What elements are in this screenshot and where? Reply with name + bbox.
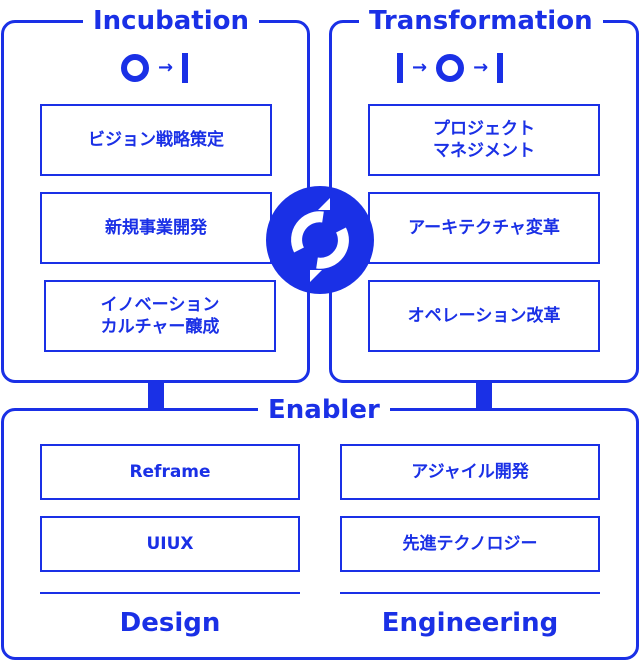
i-symbol-icon bbox=[497, 53, 504, 83]
arrow-right-icon: → bbox=[412, 57, 428, 78]
design-item-uiux: UIUX bbox=[40, 516, 300, 572]
transformation-item-operations: オペレーション改革 bbox=[368, 280, 600, 352]
o-symbol-icon bbox=[436, 54, 465, 82]
transformation-flow: → → bbox=[397, 53, 504, 83]
design-title: Design bbox=[119, 608, 221, 638]
incubation-flow: → bbox=[121, 53, 189, 83]
transformation-item-project-management: プロジェクト マネジメント bbox=[368, 104, 600, 176]
arrow-right-icon: → bbox=[158, 57, 174, 78]
engineering-title: Engineering bbox=[381, 608, 559, 638]
incubation-item-new-business: 新規事業開発 bbox=[40, 192, 272, 264]
o-symbol-icon bbox=[121, 54, 149, 82]
engineering-item-agile: アジャイル開発 bbox=[340, 444, 600, 500]
incubation-title: Incubation bbox=[83, 6, 259, 36]
engineering-item-advanced-tech: 先進テクノロジー bbox=[340, 516, 600, 572]
design-divider bbox=[40, 592, 300, 594]
incubation-item-vision-strategy: ビジョン戦略策定 bbox=[40, 104, 272, 176]
cycle-icon bbox=[266, 186, 374, 294]
transformation-item-architecture: アーキテクチャ変革 bbox=[368, 192, 600, 264]
incubation-item-innovation-culture: イノベーション カルチャー醸成 bbox=[44, 280, 276, 352]
engineering-divider bbox=[340, 592, 600, 594]
arrow-right-icon: → bbox=[473, 57, 489, 78]
transformation-title: Transformation bbox=[359, 6, 603, 36]
enabler-title: Enabler bbox=[258, 395, 390, 425]
i-symbol-icon bbox=[182, 53, 189, 83]
design-item-reframe: Reframe bbox=[40, 444, 300, 500]
connector-right bbox=[476, 380, 492, 412]
i-symbol-icon bbox=[397, 53, 403, 83]
connector-left bbox=[148, 380, 164, 412]
